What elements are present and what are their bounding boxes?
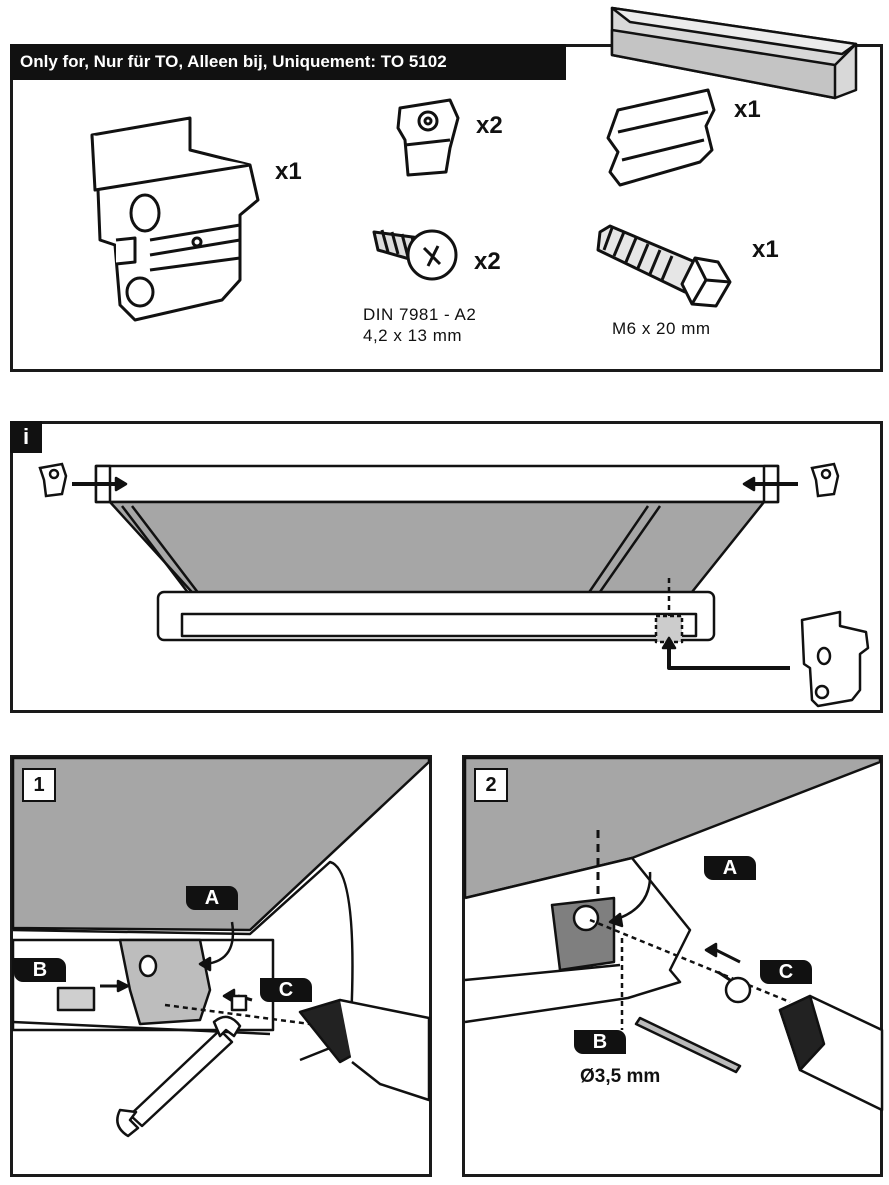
- step1-label-c: C: [260, 978, 312, 1002]
- hex-bolt-icon: [596, 224, 732, 308]
- step1-panel: [10, 755, 432, 1177]
- bolt-spec: M6 x 20 mm: [612, 319, 711, 338]
- step2-label-b: B: [574, 1030, 626, 1054]
- drill-size-label: Ø3,5 mm: [580, 1066, 661, 1087]
- self-tapping-screw-icon: [372, 229, 458, 281]
- parts-header: Only for, Nur für TO, Alleen bij, Unique…: [10, 44, 566, 80]
- end-cap-left-icon: [38, 462, 68, 498]
- step1-label-b: B: [14, 958, 66, 982]
- step2-number: 2: [474, 768, 508, 802]
- step2-label-a: A: [704, 856, 756, 880]
- qty-profile: x1: [734, 96, 761, 123]
- bracket-clamp-icon: [90, 116, 260, 322]
- cover-channel-icon: [610, 6, 858, 100]
- step1-number: 1: [22, 768, 56, 802]
- awning-overview-drawing: [72, 464, 798, 670]
- end-cap-right-icon: [810, 462, 840, 498]
- step2-drawing: [463, 756, 884, 1112]
- bracket-clamp-small-icon: [800, 610, 870, 708]
- step1-label-a: A: [186, 886, 238, 910]
- info-panel: [10, 421, 883, 713]
- qty-bracket: x1: [275, 158, 302, 185]
- screw-spec-1: DIN 7981 - A2: [363, 305, 477, 324]
- profile-strip-icon: [606, 88, 716, 187]
- info-badge: i: [10, 421, 42, 453]
- qty-bolt: x1: [752, 236, 779, 263]
- end-cap-icon: [396, 98, 460, 177]
- qty-end-cap: x2: [476, 112, 503, 139]
- screw-spec-2: 4,2 x 13 mm: [363, 326, 463, 345]
- step2-panel: [462, 755, 883, 1177]
- qty-screw: x2: [474, 248, 501, 275]
- step1-drawing: [11, 756, 431, 1138]
- step2-label-c: C: [760, 960, 812, 984]
